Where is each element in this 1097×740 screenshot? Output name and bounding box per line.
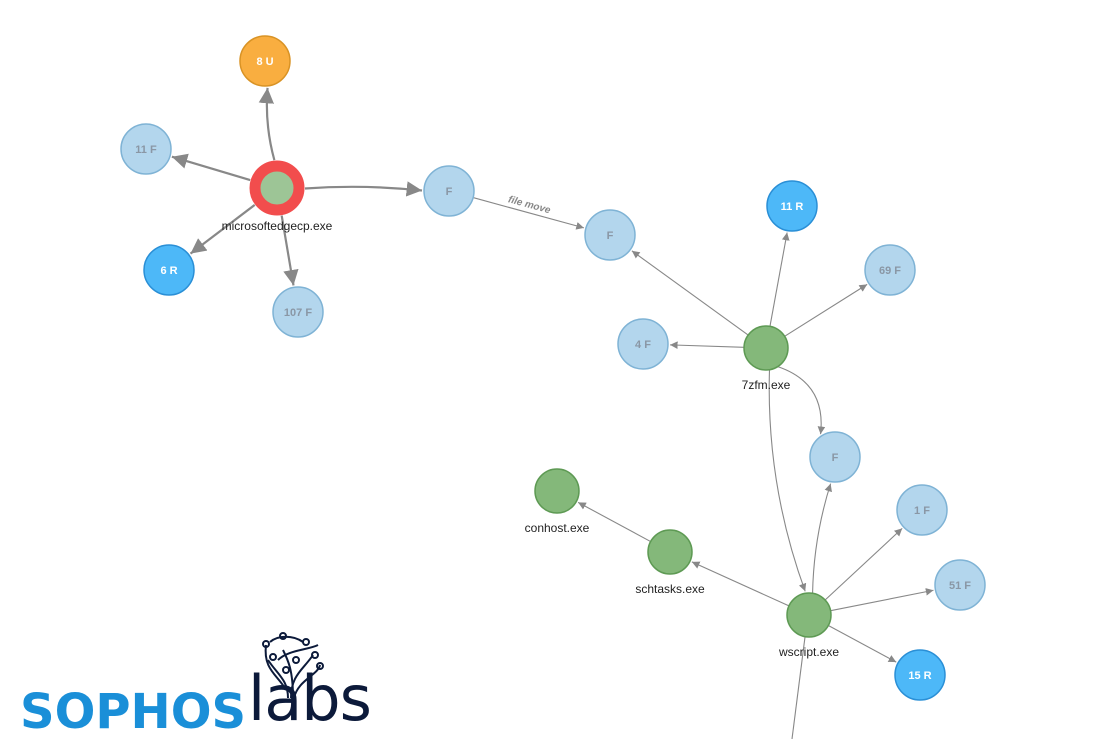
node-p7zfm[interactable]: 7zfm.exe [742,325,791,392]
brain-circuit-icon [262,632,324,699]
file-node-circle[interactable] [864,244,916,296]
file-node-circle[interactable] [272,286,324,338]
node-label: F [607,230,614,242]
file-node-circle[interactable] [934,559,986,611]
registry-node-circle[interactable] [766,180,818,232]
process-node-circle[interactable] [534,468,580,514]
node-f11[interactable]: 11 F [120,123,172,175]
node-label: 69 F [879,265,901,277]
node-wscript[interactable]: wscript.exe [778,592,839,659]
process-name-label: schtasks.exe [635,582,705,596]
node-label: 8 U [256,56,273,68]
registry-node-circle[interactable] [143,244,195,296]
process-node-circle[interactable] [743,325,789,371]
edge-edge_proc-to-u8 [258,87,276,161]
node-fb[interactable]: F [584,209,636,261]
node-label: 51 F [949,580,971,592]
edge-p7zfm-to-r11 [769,232,790,327]
node-edge_proc[interactable]: microsoftedgecp.exe [222,160,333,233]
edge-edge_proc-to-f11 [171,153,251,182]
node-label: 11 R [781,201,804,213]
node-label: 107 F [284,307,312,319]
process-name-label: 7zfm.exe [742,378,791,392]
process-name-label: conhost.exe [525,521,590,535]
node-label: 1 F [914,505,930,517]
edge-wscript-to-f51 [830,587,934,612]
node-u8[interactable]: 8 U [239,35,291,87]
edge-wscript-to-r15 [828,624,897,663]
node-label: 15 R [908,670,931,682]
logo-brand: SOPHOS [20,684,247,740]
file-node-circle[interactable] [809,431,861,483]
process-node-circle[interactable] [647,529,693,575]
node-f51[interactable]: 51 F [934,559,986,611]
node-f69[interactable]: 69 F [864,244,916,296]
node-conhost[interactable]: conhost.exe [525,468,590,535]
edge-edge_proc-to-f107 [280,215,299,286]
edge-fa-to-fb [472,197,585,230]
edge-wscript-to-fc [812,483,832,594]
node-label: F [832,452,839,464]
edge-p7zfm-to-f69 [784,283,868,337]
node-r6[interactable]: 6 R [143,244,195,296]
edge-p7zfm-to-fc [777,366,826,435]
node-fc[interactable]: F [809,431,861,483]
node-f4[interactable]: 4 F [617,318,669,370]
process-node-circle[interactable] [249,160,305,216]
file-node-circle[interactable] [617,318,669,370]
node-f107[interactable]: 107 F [272,286,324,338]
edge-wscript-to-schtasks [691,561,790,607]
file-node-circle[interactable] [423,165,475,217]
edge-schtasks-to-conhost [577,501,651,543]
edge-wscript-to-f1 [824,527,903,601]
node-label: 4 F [635,339,651,351]
url-node-circle[interactable] [239,35,291,87]
file-node-circle[interactable] [896,484,948,536]
node-label: 6 R [160,265,177,277]
edge-offscreen [791,636,806,739]
node-fa[interactable]: F [423,165,475,217]
edge-p7zfm-to-wscript [768,369,807,592]
file-node-circle[interactable] [120,123,172,175]
edge-edge_proc-to-r6 [189,204,256,255]
node-schtasks[interactable]: schtasks.exe [635,529,705,596]
node-label: F [446,186,453,198]
file-node-circle[interactable] [584,209,636,261]
node-f1[interactable]: 1 F [896,484,948,536]
process-name-label: microsoftedgecp.exe [222,219,333,233]
edge-p7zfm-to-f4 [669,341,745,349]
node-r15[interactable]: 15 R [894,649,946,701]
edge-p7zfm-to-fb [631,250,749,336]
process-name-label: wscript.exe [778,645,839,659]
edge-edge_proc-to-fa [304,181,423,197]
registry-node-circle[interactable] [894,649,946,701]
logo-suffix: labs [248,662,372,735]
node-r11[interactable]: 11 R [766,180,818,232]
node-label: 11 F [135,144,157,156]
process-node-circle[interactable] [786,592,832,638]
sophoslabs-logo: SOPHOS labs [20,630,400,739]
